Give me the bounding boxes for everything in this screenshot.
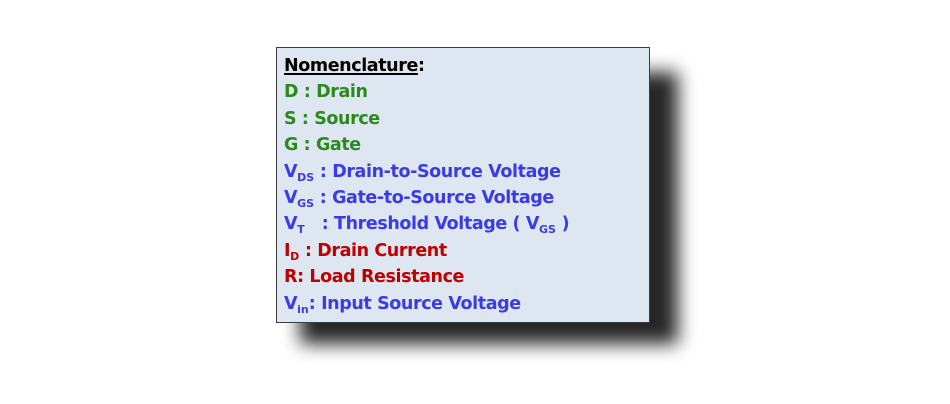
row-description: Gate [315, 135, 361, 156]
row-description: Drain Current [317, 240, 447, 261]
row-extra-subscript: GS [538, 223, 556, 237]
nomenclature-row-vds: VDS : Drain-to-Source Voltage [284, 159, 649, 185]
nomenclature-row-r: R: Load Resistance [284, 264, 649, 290]
row-separator: : [314, 187, 333, 208]
row-separator: : [298, 82, 317, 103]
nomenclature-row-source: S : Source [284, 106, 649, 132]
row-separator: : [299, 240, 318, 261]
nomenclature-heading-row: Nomenclature: [284, 53, 649, 79]
row-separator: : [314, 161, 333, 182]
nomenclature-row-vt: VT : Threshold Voltage ( VGS ) [284, 211, 649, 237]
nomenclature-row-id: ID : Drain Current [284, 238, 649, 264]
nomenclature-row-vgs: VGS : Gate-to-Source Voltage [284, 185, 649, 211]
row-separator: : [296, 108, 315, 129]
row-description: Drain-to-Source Voltage [332, 161, 561, 182]
nomenclature-card: Nomenclature: D : Drain S : Source G : G… [276, 47, 650, 323]
row-subscript: DS [297, 170, 315, 184]
row-symbol: V [284, 293, 298, 314]
nomenclature-heading: Nomenclature [284, 56, 418, 76]
row-description: Drain [316, 82, 368, 103]
row-symbol: V [284, 214, 298, 235]
row-separator: : [308, 293, 322, 314]
row-separator: : [297, 135, 316, 156]
row-symbol: V [284, 161, 298, 182]
row-symbol: I [284, 240, 291, 261]
row-symbol: D [284, 82, 299, 103]
row-extra-tail: ) [555, 214, 570, 235]
row-description: Threshold Voltage ( V [334, 214, 539, 235]
row-separator: : [304, 214, 335, 235]
nomenclature-row-drain: D : Drain [284, 79, 649, 105]
row-subscript: T [297, 223, 305, 237]
nomenclature-row-gate: G : Gate [284, 132, 649, 158]
row-description: Load Resistance [309, 267, 465, 288]
row-symbol: G [284, 135, 298, 156]
row-subscript: D [290, 249, 300, 263]
nomenclature-row-vin: Vin: Input Source Voltage [284, 291, 649, 317]
row-subscript: GS [297, 196, 315, 210]
row-description: Source [314, 108, 380, 129]
row-symbol: V [284, 187, 298, 208]
nomenclature-heading-colon: : [417, 56, 425, 76]
row-symbol: S [284, 108, 297, 129]
row-description: Gate-to-Source Voltage [332, 187, 554, 208]
row-description: Input Source Voltage [321, 293, 521, 314]
row-symbol: R [284, 267, 298, 288]
row-subscript: in [297, 302, 309, 316]
row-separator: : [297, 267, 310, 288]
